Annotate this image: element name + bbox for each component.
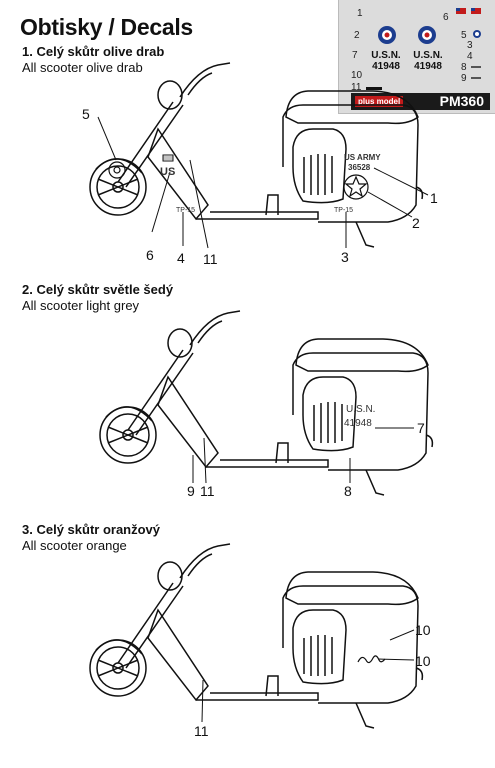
army-marking: US ARMY bbox=[344, 153, 381, 162]
sheet-number: 7 bbox=[352, 50, 358, 61]
sheet-number: 1 bbox=[357, 8, 363, 19]
callout-11: 11 bbox=[200, 483, 215, 499]
usn-decal: U.S.N. 41948 bbox=[361, 50, 411, 72]
variant-3-number: 3. bbox=[22, 522, 33, 537]
callout-10: 10 bbox=[415, 622, 431, 638]
decal-sheet-art bbox=[366, 8, 481, 90]
sheet-number: 2 bbox=[354, 30, 360, 41]
variant-2-number: 2. bbox=[22, 282, 33, 297]
roundel-icon bbox=[378, 26, 396, 44]
scooter-light-grey bbox=[99, 310, 434, 496]
flag-icon bbox=[456, 8, 466, 14]
variant-2-en: All scooter light grey bbox=[22, 298, 140, 313]
usn-decal: U.S.N. 41948 bbox=[403, 50, 453, 72]
callout-11: 11 bbox=[203, 251, 218, 267]
page-title: Obtisky / Decals bbox=[20, 14, 193, 40]
usn-marking: U.S.N. bbox=[346, 404, 376, 415]
callout-2: 2 bbox=[412, 215, 420, 231]
stencil-marking-front: TP-15 bbox=[176, 207, 196, 214]
callout-10: 10 bbox=[415, 653, 431, 669]
callout-3: 3 bbox=[341, 249, 349, 265]
sheet-number: 11 bbox=[351, 82, 362, 93]
star-roundel-icon bbox=[343, 174, 369, 200]
scooter-orange bbox=[89, 543, 424, 729]
variant-1-heading: 1. Celý skůtr olive drab All scooter oli… bbox=[22, 44, 164, 76]
callout-8: 8 bbox=[344, 483, 352, 499]
variant-3-cz: Celý skůtr oranžový bbox=[36, 522, 161, 537]
callout-11: 11 bbox=[194, 723, 209, 739]
sheet-number: 6 bbox=[443, 12, 449, 23]
callout-6: 6 bbox=[146, 247, 154, 263]
callout-1: 1 bbox=[430, 190, 438, 206]
usn-number: 41948 bbox=[344, 418, 372, 429]
variant-3-en: All scooter orange bbox=[22, 538, 127, 553]
brand-logo: plus model bbox=[355, 96, 404, 107]
sheet-number: 4 bbox=[467, 51, 473, 62]
usn-decal-line1: U.S.N. bbox=[371, 50, 401, 61]
army-number: 36528 bbox=[348, 163, 371, 172]
variant-3-heading: 3. Celý skůtr oranžový All scooter orang… bbox=[22, 522, 160, 554]
variant-2-cz: Celý skůtr světle šedý bbox=[36, 282, 174, 297]
usn-decal-line2: 41948 bbox=[414, 61, 442, 72]
sheet-number: 10 bbox=[351, 70, 363, 81]
callout-7: 7 bbox=[417, 420, 425, 436]
roundel-icon bbox=[418, 26, 436, 44]
script-decal-art bbox=[357, 655, 386, 664]
callout-4: 4 bbox=[177, 250, 185, 266]
usn-decal-line1: U.S.N. bbox=[413, 50, 443, 61]
variant-2-heading: 2. Celý skůtr světle šedý All scooter li… bbox=[22, 282, 173, 314]
sheet-number: 3 bbox=[467, 40, 473, 51]
decal-strip bbox=[366, 87, 382, 90]
stencil-marking: TP-15 bbox=[334, 207, 354, 214]
callout-5: 5 bbox=[82, 106, 90, 122]
sheet-number: 5 bbox=[461, 30, 467, 41]
sheet-number: 9 bbox=[461, 73, 467, 84]
sheet-number: 8 bbox=[461, 62, 467, 73]
variant-1-cz: Celý skůtr olive drab bbox=[36, 44, 165, 59]
flag-icon bbox=[162, 154, 174, 162]
product-code: PM360 bbox=[439, 93, 484, 109]
callout-9: 9 bbox=[187, 483, 195, 499]
roundel-icon bbox=[108, 161, 126, 179]
us-marking: US bbox=[160, 166, 176, 178]
variant-1-number: 1. bbox=[22, 44, 33, 59]
roundel-icon bbox=[473, 30, 481, 38]
variant-1-en: All scooter olive drab bbox=[22, 60, 143, 75]
usn-decal-line2: 41948 bbox=[372, 61, 400, 72]
decal-sheet: 1 2 3 4 5 6 7 8 9 10 11 U.S.N. 41948 U.S… bbox=[338, 0, 495, 114]
flag-icon bbox=[471, 8, 481, 14]
